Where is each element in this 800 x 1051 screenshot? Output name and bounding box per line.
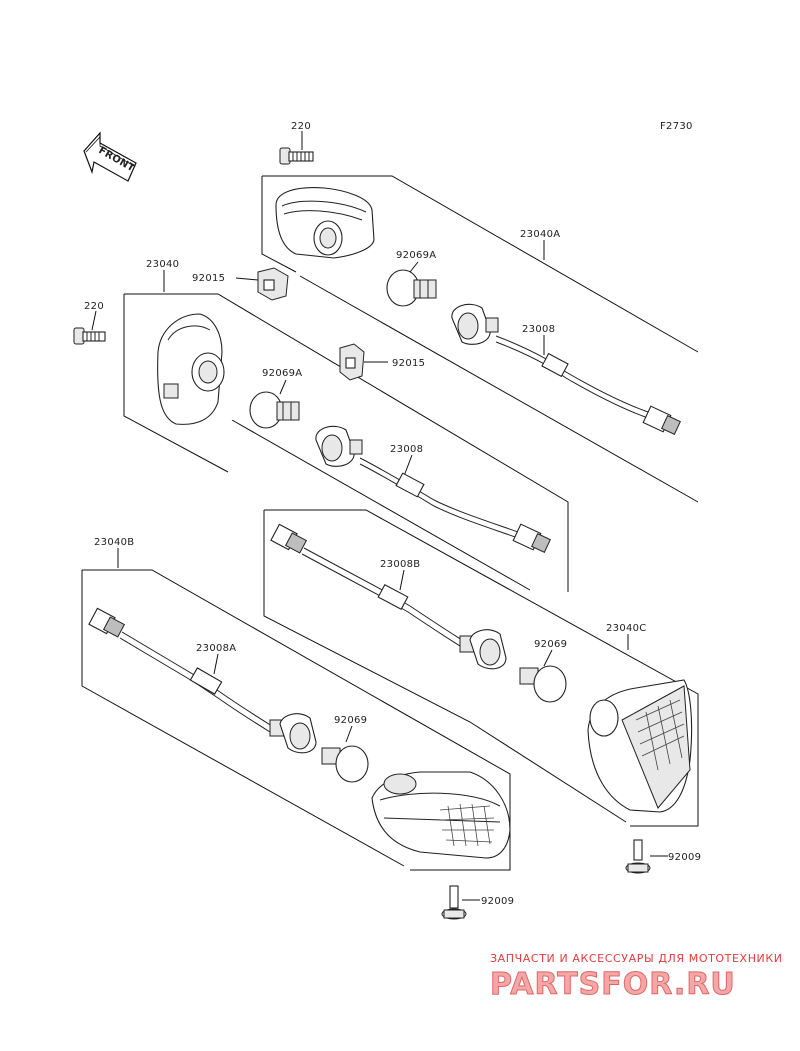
leader-92069A-right xyxy=(409,261,419,273)
leader-23008-left xyxy=(403,454,413,477)
bolt-left-icon xyxy=(73,327,106,345)
callout-bolt-left: 220 xyxy=(84,301,104,312)
callout-23040A: 23040A xyxy=(520,229,560,240)
leader-bolt-left xyxy=(91,310,97,331)
clip-upper-icon xyxy=(257,267,289,301)
callout-23040C: 23040C xyxy=(606,623,647,634)
socket-front-right-icon xyxy=(270,523,507,670)
rear-right-housing-icon xyxy=(275,187,375,259)
callout-92069-right: 92069 xyxy=(534,639,567,650)
leader-92069-left xyxy=(345,725,353,743)
callout-23040: 23040 xyxy=(146,259,179,270)
callout-92069A-left: 92069A xyxy=(262,368,302,379)
screw-right-icon xyxy=(625,839,651,874)
front-right-assembly-frame xyxy=(263,509,699,827)
clip-lower-icon xyxy=(339,343,365,381)
leader-92069A-left xyxy=(279,379,287,395)
callout-92069-left: 92069 xyxy=(334,715,367,726)
rear-left-housing-icon xyxy=(157,313,225,425)
leader-23008B xyxy=(399,569,405,591)
figure-code: F2730 xyxy=(660,121,693,132)
callout-23008-left: 23008 xyxy=(390,444,423,455)
leader-23008A xyxy=(213,653,219,675)
bulb-front-right-icon xyxy=(519,665,567,703)
callout-23008-right: 23008 xyxy=(522,324,555,335)
watermark-caption: ЗАПЧАСТИ И АКСЕССУАРЫ ДЛЯ МОТОТЕХНИКИ xyxy=(490,952,783,965)
callout-bolt-upper: 220 xyxy=(291,121,311,132)
leader-clip-upper xyxy=(235,277,259,281)
front-left-lens-icon xyxy=(371,771,511,859)
bulb-front-left-icon xyxy=(321,745,369,783)
front-arrow-icon xyxy=(83,131,137,182)
callout-23008A: 23008A xyxy=(196,643,236,654)
socket-rear-left-icon xyxy=(315,425,551,553)
callout-23040B: 23040B xyxy=(94,537,134,548)
callout-clip-lower: 92015 xyxy=(392,358,425,369)
rear-right-assembly-frame xyxy=(261,175,699,503)
bolt-upper-icon xyxy=(279,147,314,165)
screw-left-icon xyxy=(441,885,467,920)
socket-rear-right-icon xyxy=(451,303,681,435)
watermark-brand: PARTSFOR.RU xyxy=(490,967,736,1002)
callout-screw-left: 92009 xyxy=(481,896,514,907)
callout-92069A-right: 92069A xyxy=(396,250,436,261)
callout-23008B: 23008B xyxy=(380,559,420,570)
socket-front-left-icon xyxy=(88,607,317,754)
bulb-rear-left-icon xyxy=(249,391,300,429)
rear-left-assembly-frame xyxy=(123,293,569,592)
leader-92069-right xyxy=(543,649,553,667)
bulb-rear-right-icon xyxy=(386,269,437,307)
front-left-assembly-frame xyxy=(81,569,511,871)
front-right-lens-icon xyxy=(587,679,693,813)
callout-clip-upper: 92015 xyxy=(192,273,225,284)
callout-screw-right: 92009 xyxy=(668,852,701,863)
